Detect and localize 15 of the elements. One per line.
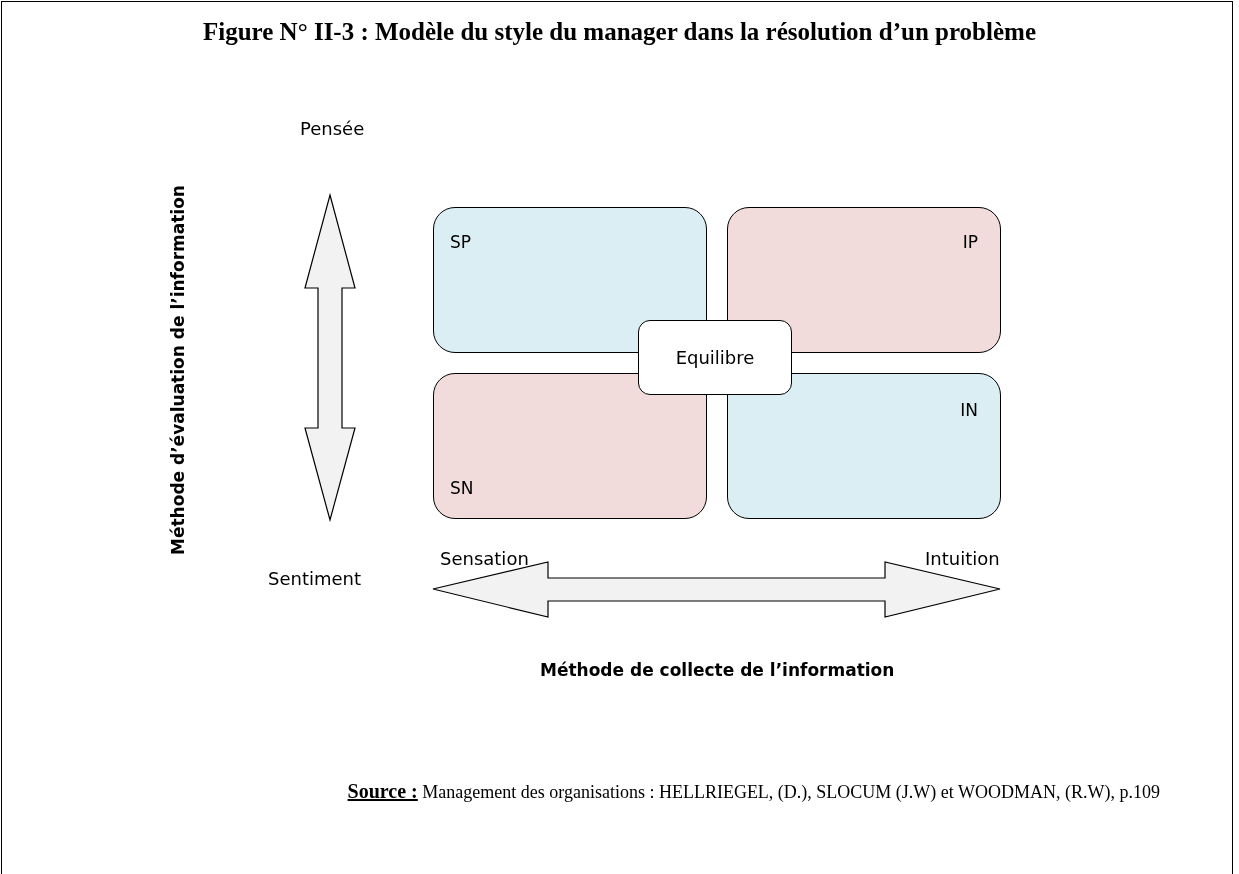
quadrant-label: SP <box>450 232 472 252</box>
center-box: Equilibre <box>638 320 792 395</box>
axis-label: Intuition <box>925 548 1000 569</box>
axis-label: Sentiment <box>268 568 362 589</box>
axis-label: Pensée <box>300 118 365 139</box>
quadrant-label: SN <box>450 478 474 498</box>
axis-title: Méthode de collecte de l’information <box>540 660 895 680</box>
axis-label: Sensation <box>440 548 529 569</box>
quadrant-label: IP <box>962 232 978 252</box>
axis-title: Méthode d’évaluation de l’information <box>168 185 188 555</box>
quadrant-box <box>727 373 1001 519</box>
source-note: Source : Management des organisations : HELLRIEGEL, (D.), SLOCUM (J.W) et WOODMAN, (R.W), p.109 <box>346 779 1160 804</box>
quadrant-label: IN <box>960 400 978 420</box>
quadrant-box <box>433 373 707 519</box>
figure-title: Figure N° II-3 : Modèle du style du manager dans la résolution d’un problème <box>202 18 1037 46</box>
